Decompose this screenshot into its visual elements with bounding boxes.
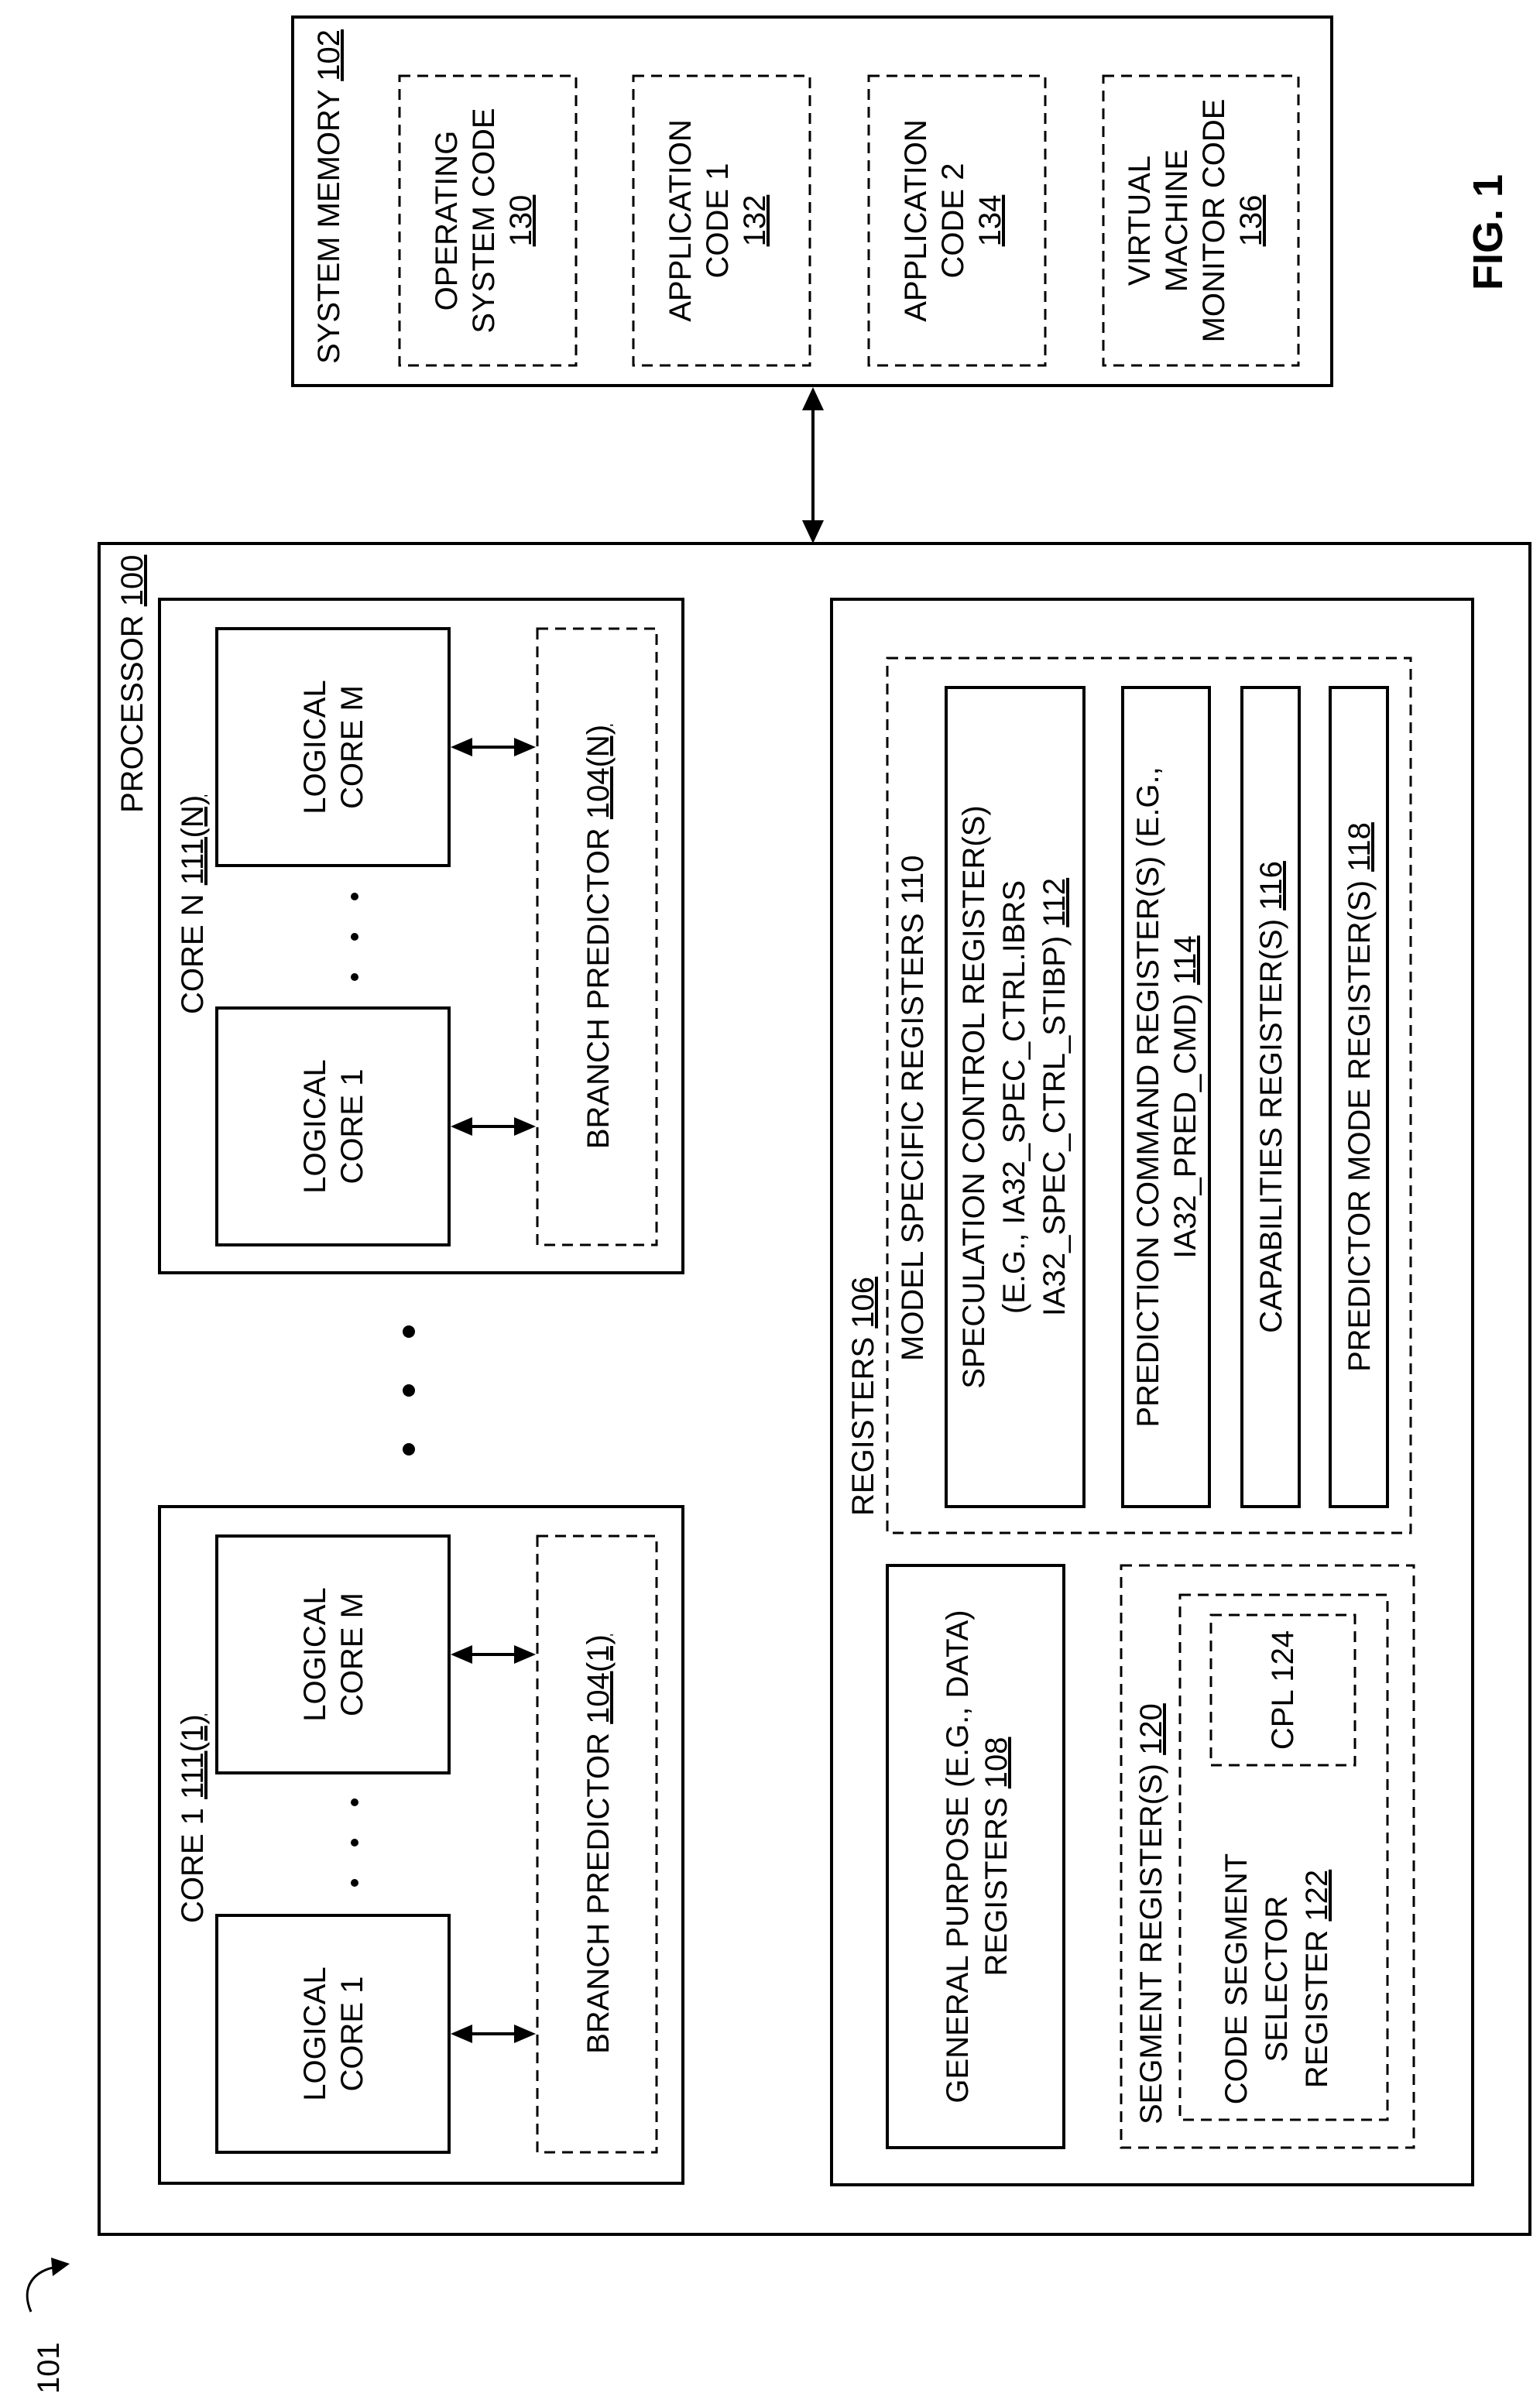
svg-text:MACHINE: MACHINE: [1160, 149, 1194, 292]
svg-text:LOGICAL: LOGICAL: [298, 1966, 332, 2100]
registers-block: REGISTERS 106 MODEL SPECIFIC REGISTERS 1…: [832, 599, 1473, 2185]
cpl-label: CPL 124: [1266, 1630, 1300, 1750]
core-n-branch-predictor-label: BRANCH PREDICTOR 104(N): [581, 725, 616, 1149]
os-code-label: OPERATING SYSTEM CODE 130: [430, 108, 538, 333]
svg-text:134: 134: [973, 195, 1007, 247]
svg-text:132: 132: [738, 195, 772, 247]
cores-ellipsis: [403, 1325, 415, 1456]
svg-text:IA32_SPEC_CTRL_STIBP) 112: IA32_SPEC_CTRL_STIBP) 112: [1038, 878, 1072, 1316]
predictor-mode-register-label: PREDICTOR MODE REGISTER(S) 118: [1343, 822, 1377, 1372]
svg-text:MONITOR CODE: MONITOR CODE: [1197, 99, 1231, 343]
general-purpose-registers-box: [887, 1565, 1064, 2148]
svg-text:CODE SEGMENT: CODE SEGMENT: [1219, 1853, 1254, 2104]
svg-text:LOGICAL: LOGICAL: [298, 1059, 332, 1193]
svg-text:CORE 1: CORE 1: [335, 1069, 369, 1185]
capabilities-register-label: CAPABILITIES REGISTER(S) 116: [1254, 861, 1288, 1333]
segment-registers-title: SEGMENT REGISTER(S) 120: [1134, 1703, 1168, 2124]
processor-block: PROCESSOR 100 CORE N 111(N) LOGICAL CORE…: [99, 543, 1530, 2234]
core-1-branch-predictor-label: BRANCH PREDICTOR 104(1): [581, 1634, 616, 2054]
figure-ref-101: 101: [32, 2342, 66, 2394]
svg-text:REGISTER 122: REGISTER 122: [1300, 1870, 1334, 2088]
figure-ref-arrow: [27, 2258, 70, 2312]
svg-text:LOGICAL: LOGICAL: [298, 1587, 332, 1721]
core-1-logical-core-1-label: LOGICAL CORE 1: [298, 1966, 369, 2100]
pred-cmd-register-label: PREDICTION COMMAND REGISTER(S) (E.G., IA…: [1131, 766, 1202, 1427]
core-n-lc1-bp-arrow: [451, 1117, 536, 1136]
svg-text:136: 136: [1234, 195, 1268, 247]
core-1-logical-core-ellipsis: [351, 1798, 358, 1887]
system-memory-block: SYSTEM MEMORY 102 OPERATING SYSTEM CODE …: [293, 17, 1332, 386]
svg-text:CORE M: CORE M: [335, 1593, 369, 1716]
svg-text:PREDICTION COMMAND REGISTER(S): PREDICTION COMMAND REGISTER(S) (E.G.,: [1131, 766, 1165, 1427]
app-code-2-label: APPLICATION CODE 2 134: [899, 119, 1007, 322]
general-purpose-registers-label: GENERAL PURPOSE (E.G., DATA) REGISTERS 1…: [941, 1610, 1014, 2103]
svg-text:(E.G., IA32_SPEC_CTRL.IBRS: (E.G., IA32_SPEC_CTRL.IBRS: [997, 880, 1031, 1314]
segment-registers-block: SEGMENT REGISTER(S) 120 CODE SEGMENT SEL…: [1121, 1565, 1414, 2148]
core-1-logical-core-1-box: [217, 1915, 449, 2152]
svg-text:130: 130: [504, 195, 538, 247]
figure-label: FIG. 1: [1465, 174, 1511, 290]
core-n-logical-core-1-label: LOGICAL CORE 1: [298, 1059, 369, 1193]
core-n-logical-core-1-box: [217, 1008, 449, 1245]
code-segment-selector-label: CODE SEGMENT SELECTOR REGISTER 122: [1219, 1853, 1334, 2104]
core-n-logical-core-m-label: LOGICAL CORE M: [298, 680, 369, 814]
core-1-block: CORE 1 111(1) LOGICAL CORE M LOGICAL COR…: [159, 1507, 683, 2183]
svg-text:OPERATING: OPERATING: [430, 131, 464, 311]
svg-text:SELECTOR: SELECTOR: [1260, 1896, 1294, 2062]
core-n-lcm-bp-arrow: [451, 738, 536, 756]
msr-block: MODEL SPECIFIC REGISTERS 110 SPECULATION…: [887, 658, 1411, 1533]
core-1-logical-core-m-label: LOGICAL CORE M: [298, 1587, 369, 1721]
svg-text:CORE M: CORE M: [335, 685, 369, 809]
svg-text:CODE 1: CODE 1: [701, 163, 735, 279]
svg-text:VIRTUAL: VIRTUAL: [1123, 156, 1157, 286]
spec-ctrl-register-label: SPECULATION CONTROL REGISTER(S) (E.G., I…: [957, 805, 1072, 1388]
core-1-lcm-bp-arrow: [451, 1645, 536, 1664]
core-1-logical-core-m-box: [217, 1536, 449, 1773]
memory-bus-arrow: [802, 387, 824, 543]
svg-text:GENERAL PURPOSE (E.G., DATA): GENERAL PURPOSE (E.G., DATA): [941, 1610, 975, 2103]
registers-title: REGISTERS 106: [846, 1277, 880, 1516]
svg-text:LOGICAL: LOGICAL: [298, 680, 332, 814]
core-1-title: CORE 1 111(1): [176, 1714, 210, 1923]
vmm-code-label: VIRTUAL MACHINE MONITOR CODE 136: [1123, 99, 1268, 343]
core-n-block: CORE N 111(N) LOGICAL CORE M LOGICAL COR…: [159, 599, 683, 1273]
app-code-1-label: APPLICATION CODE 1 132: [664, 119, 772, 322]
svg-text:IA32_PRED_CMD) 114: IA32_PRED_CMD) 114: [1168, 935, 1202, 1258]
svg-text:APPLICATION: APPLICATION: [899, 119, 933, 322]
svg-text:APPLICATION: APPLICATION: [664, 119, 698, 322]
svg-text:CORE 1: CORE 1: [335, 1977, 369, 2092]
svg-text:SPECULATION CONTROL REGISTER(S: SPECULATION CONTROL REGISTER(S): [957, 805, 991, 1388]
core-n-logical-core-ellipsis: [351, 893, 358, 981]
core-n-title: CORE N 111(N): [176, 795, 210, 1014]
msr-title: MODEL SPECIFIC REGISTERS 110: [896, 855, 930, 1362]
system-memory-title: SYSTEM MEMORY 102: [312, 29, 346, 364]
svg-text:SYSTEM CODE: SYSTEM CODE: [467, 108, 501, 333]
svg-text:CODE 2: CODE 2: [936, 163, 970, 279]
processor-title: PROCESSOR 100: [115, 555, 149, 813]
svg-text:REGISTERS 108: REGISTERS 108: [979, 1737, 1014, 1976]
core-n-logical-core-m-box: [217, 629, 449, 866]
core-1-lc1-bp-arrow: [451, 2025, 536, 2043]
